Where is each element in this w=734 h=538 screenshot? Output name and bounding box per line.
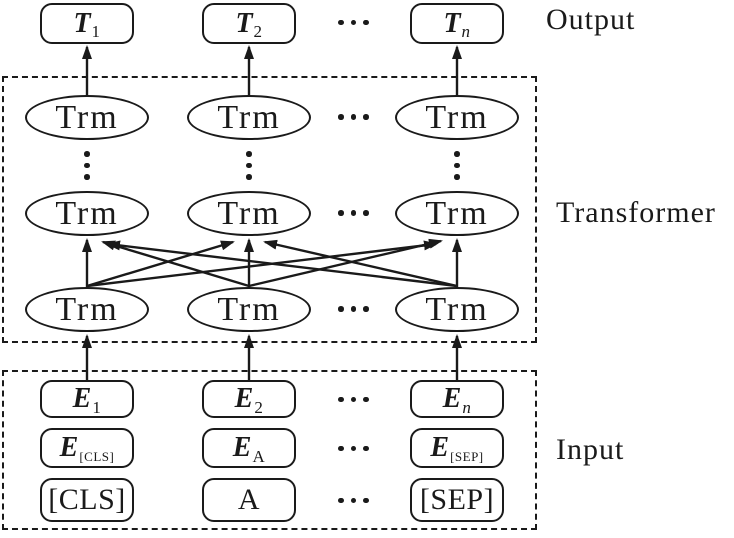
embedding-box-ecls: E[CLS] <box>40 428 134 468</box>
t1-sub: 1 <box>91 22 101 41</box>
en-main: E <box>442 383 462 414</box>
token-cls-label: [CLS] <box>48 483 126 516</box>
ellipsis-vertical-icon <box>246 151 252 180</box>
t2-sub: 2 <box>253 22 263 41</box>
e2-main: E <box>234 383 254 414</box>
token-box-cls: [CLS] <box>40 478 134 522</box>
t1-main: T <box>73 7 91 39</box>
ellipsis-horizontal-icon <box>338 396 369 402</box>
transformer-label: Transformer <box>556 196 716 229</box>
en-sub: n <box>462 397 472 417</box>
input-dashed-box <box>2 370 537 530</box>
embedding-box-esep: E[SEP] <box>410 428 504 468</box>
trm-ellipse-r1c2: Trm <box>187 95 311 140</box>
trm-ellipse-r1c3: Trm <box>395 95 519 140</box>
ecls-sub: [CLS] <box>79 448 115 464</box>
ecls-main: E <box>59 432 79 463</box>
esep-sub: [SEP] <box>450 448 484 464</box>
ellipsis-horizontal-icon <box>338 497 369 503</box>
ellipsis-horizontal-icon <box>338 445 369 451</box>
trm-ellipse-r2c2: Trm <box>187 191 311 236</box>
tn-sub: n <box>461 22 471 41</box>
trm-ellipse-r2c1: Trm <box>25 191 149 236</box>
ellipsis-horizontal-icon <box>338 306 369 312</box>
ea-main: E <box>232 432 252 463</box>
e1-sub: 1 <box>92 397 102 417</box>
tn-main: T <box>443 7 461 39</box>
token-sep-label: [SEP] <box>419 483 495 516</box>
token-a-label: A <box>237 483 261 516</box>
esep-main: E <box>430 432 450 463</box>
transformer-dashed-box <box>2 76 537 343</box>
trm-ellipse-r3c2: Trm <box>187 287 311 332</box>
ellipsis-horizontal-icon <box>338 114 369 120</box>
trm-ellipse-r1c1: Trm <box>25 95 149 140</box>
ellipsis-horizontal-icon <box>338 210 369 216</box>
token-box-sep: [SEP] <box>410 478 504 522</box>
trm-ellipse-r2c3: Trm <box>395 191 519 236</box>
output-label: Output <box>546 3 636 36</box>
trm-ellipse-r3c3: Trm <box>395 287 519 332</box>
e2-sub: 2 <box>254 397 264 417</box>
ellipsis-vertical-icon <box>454 151 460 180</box>
trm-ellipse-r3c1: Trm <box>25 287 149 332</box>
ea-sub: A <box>252 446 266 466</box>
ellipsis-horizontal-icon <box>338 19 369 25</box>
ellipsis-vertical-icon <box>84 151 90 180</box>
token-box-a: A <box>202 478 296 522</box>
e1-main: E <box>72 383 92 414</box>
t2-main: T <box>235 7 253 39</box>
input-label: Input <box>556 433 625 466</box>
